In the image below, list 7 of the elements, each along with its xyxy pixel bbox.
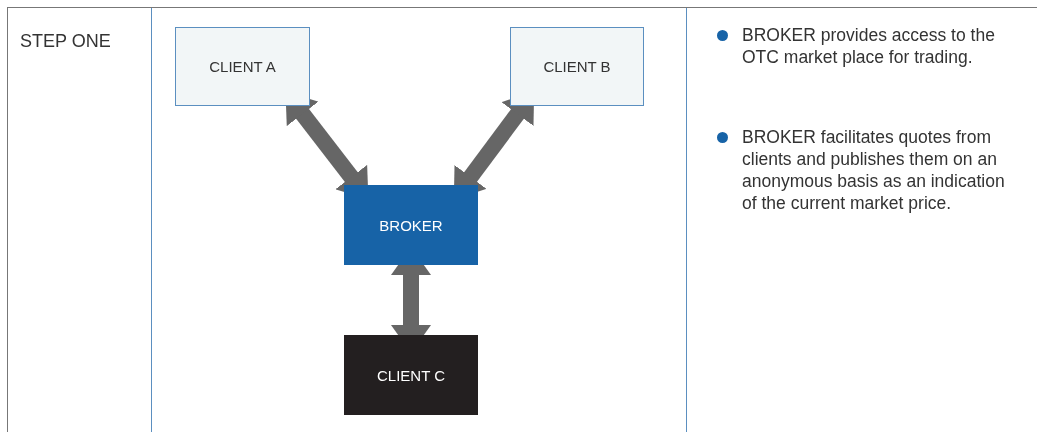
party-box: CLIENT A — [175, 27, 310, 106]
party-box: BROKER — [344, 185, 478, 265]
bullet-text: BROKER facilitates quotes from clients and publishes them on an anonymous basis as an indication of the current market price. — [742, 126, 1006, 214]
bullet-text: BROKER provides access to the OTC market place for trading. — [742, 24, 996, 68]
party-box: CLIENT B — [510, 27, 644, 106]
step-label: STEP ONE — [20, 31, 111, 52]
party-box: CLIENT C — [344, 335, 478, 415]
